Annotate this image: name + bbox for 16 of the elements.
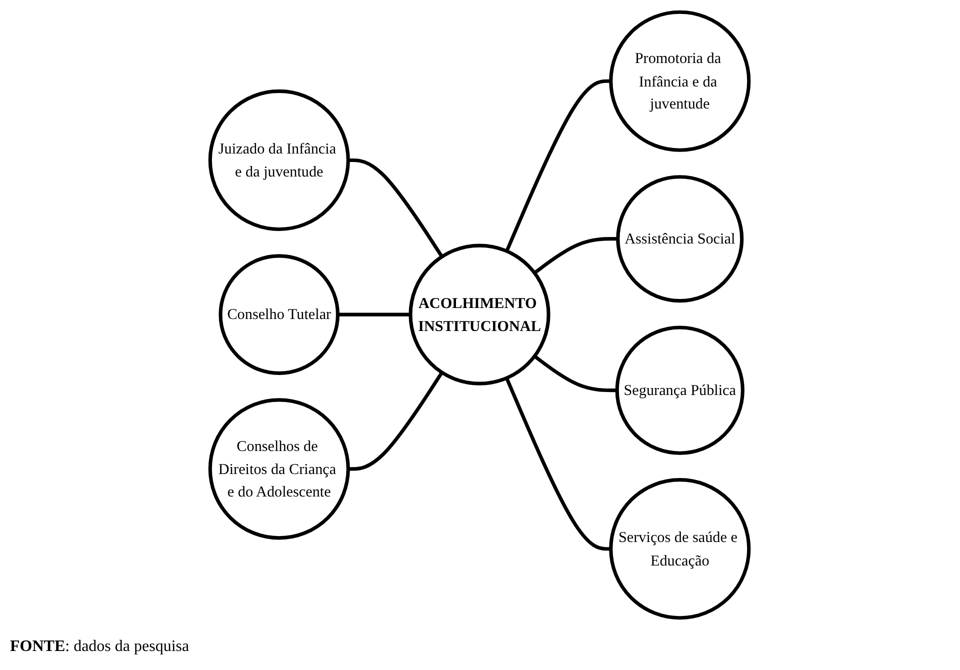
connector bbox=[506, 377, 612, 551]
connector bbox=[534, 354, 618, 392]
node-circle: Conselho Tutelar bbox=[219, 254, 340, 375]
connector bbox=[348, 158, 444, 258]
connector bbox=[534, 237, 618, 274]
connector bbox=[506, 79, 612, 252]
node-circle: Serviços de saúde e Educação bbox=[610, 478, 752, 620]
node-circle: Promotoria da Infância e da juventude bbox=[610, 10, 752, 152]
node-circle: Conselhos de Direitos da Criança e do Adolescente bbox=[208, 398, 350, 540]
node-circle: Juizado da Infância e da juventude bbox=[208, 89, 350, 232]
node-circle: Assistência Social bbox=[616, 175, 744, 303]
connector bbox=[338, 312, 411, 316]
node-circle: ACOLHIMENTO INSTITUCIONAL bbox=[409, 244, 551, 386]
source-caption: FONTE: dados da pesquisa bbox=[10, 638, 190, 656]
node-circle: Segurança Pública bbox=[616, 326, 745, 455]
connector bbox=[348, 372, 444, 471]
